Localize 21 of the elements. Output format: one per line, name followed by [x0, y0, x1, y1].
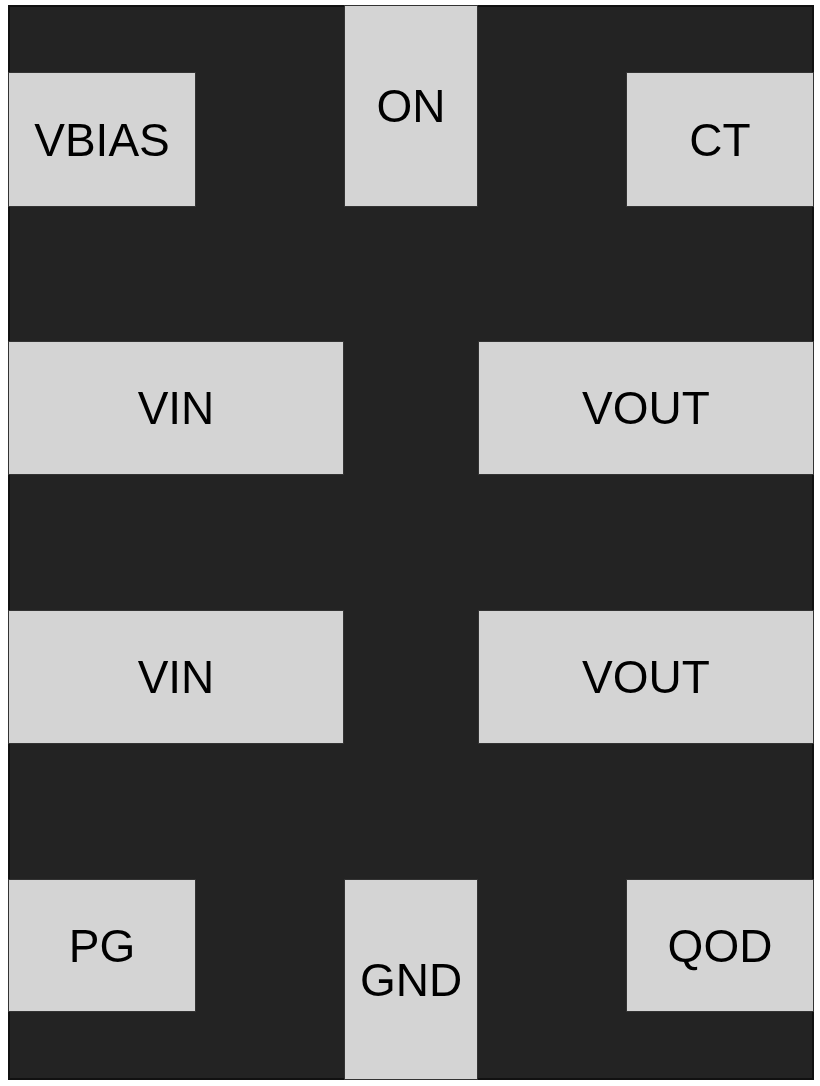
- pin-pad: [344, 5, 478, 207]
- pin-label: PG: [68, 918, 136, 973]
- pin-pad: [344, 879, 478, 1080]
- pin-label: GND: [359, 952, 463, 1007]
- pin-pad: [8, 341, 344, 475]
- pin-label: CT: [689, 112, 751, 167]
- pin-pad: [8, 72, 196, 207]
- pin-pad: [8, 879, 196, 1012]
- pin-label: ON: [376, 79, 446, 133]
- pin-label: VIN: [137, 381, 215, 435]
- pin-pad: [626, 72, 814, 207]
- pin-label: VIN: [137, 650, 215, 704]
- pin-label: VOUT: [582, 381, 710, 435]
- pin-label: VOUT: [582, 650, 710, 704]
- pin-pad: [626, 879, 814, 1012]
- package-body: [8, 5, 814, 1080]
- pin-pad: [8, 610, 344, 744]
- pin-label: VBIAS: [34, 112, 170, 167]
- pin-pad: [478, 341, 814, 475]
- pin-pad: [478, 610, 814, 744]
- pin-label: QOD: [667, 918, 773, 973]
